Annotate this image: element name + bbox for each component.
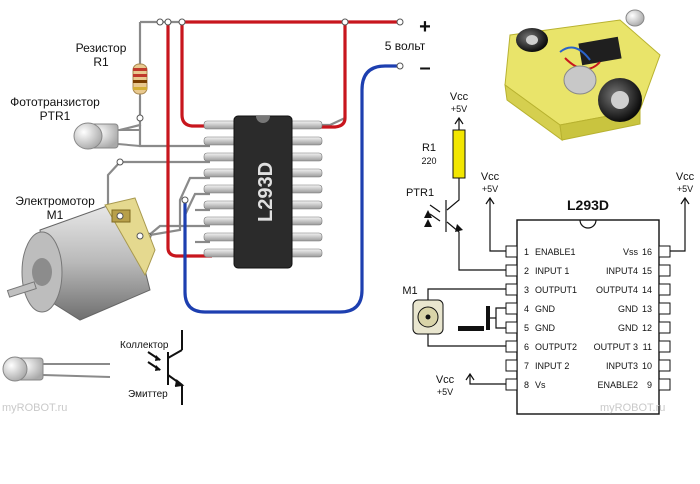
pin-name: GND (618, 304, 639, 314)
pin-num: 13 (642, 304, 652, 314)
collector-label: Коллектор (120, 340, 169, 351)
voltage-label: 5 вольт (385, 39, 426, 53)
vcc-value-vs: +5V (437, 387, 453, 397)
pin-num: 16 (642, 247, 652, 257)
phototransistor-symbol (147, 330, 185, 405)
pin-num: 9 (647, 380, 652, 390)
chip-pins (203, 120, 323, 258)
resistor-label: Резистор (76, 41, 127, 55)
vcc-label-enable: Vcc (481, 171, 500, 183)
schematic: L293D 1 2 3 4 5 6 7 8 ENABLE1 INPUT 1 OU… (412, 116, 690, 415)
pin-name: GND (618, 323, 639, 333)
m1-label: M1 (402, 285, 417, 297)
led-picture (2, 356, 111, 382)
ptr1-label: PTR1 (406, 187, 434, 199)
pin-name: Vss (623, 247, 639, 257)
vcc-value-top: +5V (451, 104, 467, 114)
robot-picture (504, 9, 661, 142)
pin-name: ENABLE2 (597, 380, 638, 390)
motor-label: Электромотор (15, 194, 95, 208)
pin-num: 15 (642, 266, 652, 276)
red-wires (166, 20, 400, 258)
chip-label: L293D (255, 162, 277, 222)
blue-wire (183, 64, 400, 314)
r1-value: 220 (421, 156, 436, 166)
pin-num: 14 (642, 285, 652, 295)
phototransistor-ptr1 (73, 122, 141, 150)
plus-terminal: + (419, 16, 431, 38)
pin-num: 12 (642, 323, 652, 333)
pin-name: INPUT4 (606, 266, 638, 276)
resistor-r1 (132, 62, 148, 100)
motor-id: M1 (47, 208, 64, 222)
motor-m1 (6, 197, 156, 321)
pin-name: GND (535, 323, 556, 333)
vcc-value-vss: +5V (677, 184, 693, 194)
r1-label: R1 (422, 142, 436, 154)
resistor-id: R1 (93, 55, 109, 69)
motor-symbol (412, 299, 444, 335)
vcc-label-vs: Vcc (436, 374, 455, 386)
pin-num: 4 (524, 304, 529, 314)
pin-num: 6 (524, 342, 529, 352)
schematic-title: L293D (567, 197, 609, 213)
pin-num: 11 (643, 342, 652, 352)
pin-num: 5 (524, 323, 529, 333)
pin-name: OUTPUT 3 (594, 342, 638, 352)
emitter-label: Эмиттер (128, 389, 168, 400)
pin-name: INPUT 1 (535, 266, 569, 276)
junction-dots (116, 18, 404, 240)
pin-num: 3 (524, 285, 529, 295)
watermark-right: myROBOT.ru (600, 402, 665, 414)
pin-num: 10 (642, 361, 652, 371)
pin-name: ENABLE1 (535, 247, 576, 257)
pin-num: 7 (524, 361, 529, 371)
pin-name: INPUT 2 (535, 361, 569, 371)
pin-num: 8 (524, 380, 529, 390)
vcc-value-enable: +5V (482, 184, 498, 194)
pin-name: OUTPUT4 (596, 285, 638, 295)
phototransistor-id: PTR1 (40, 109, 71, 123)
vcc-label-top: Vcc (450, 91, 469, 103)
l293d-chip: L293D (233, 115, 293, 269)
minus-terminal: – (419, 57, 430, 79)
pin-name: GND (535, 304, 556, 314)
pin-name: OUTPUT2 (535, 342, 577, 352)
phototransistor-label: Фототранзистор (10, 95, 100, 109)
vcc-label-vss: Vcc (676, 171, 695, 183)
watermark-left: myROBOT.ru (2, 402, 67, 414)
pin-name: INPUT3 (606, 361, 638, 371)
pin-name: OUTPUT1 (535, 285, 577, 295)
pin-num: 2 (524, 266, 529, 276)
pin-num: 1 (524, 247, 529, 257)
pin-name: Vs (535, 380, 546, 390)
